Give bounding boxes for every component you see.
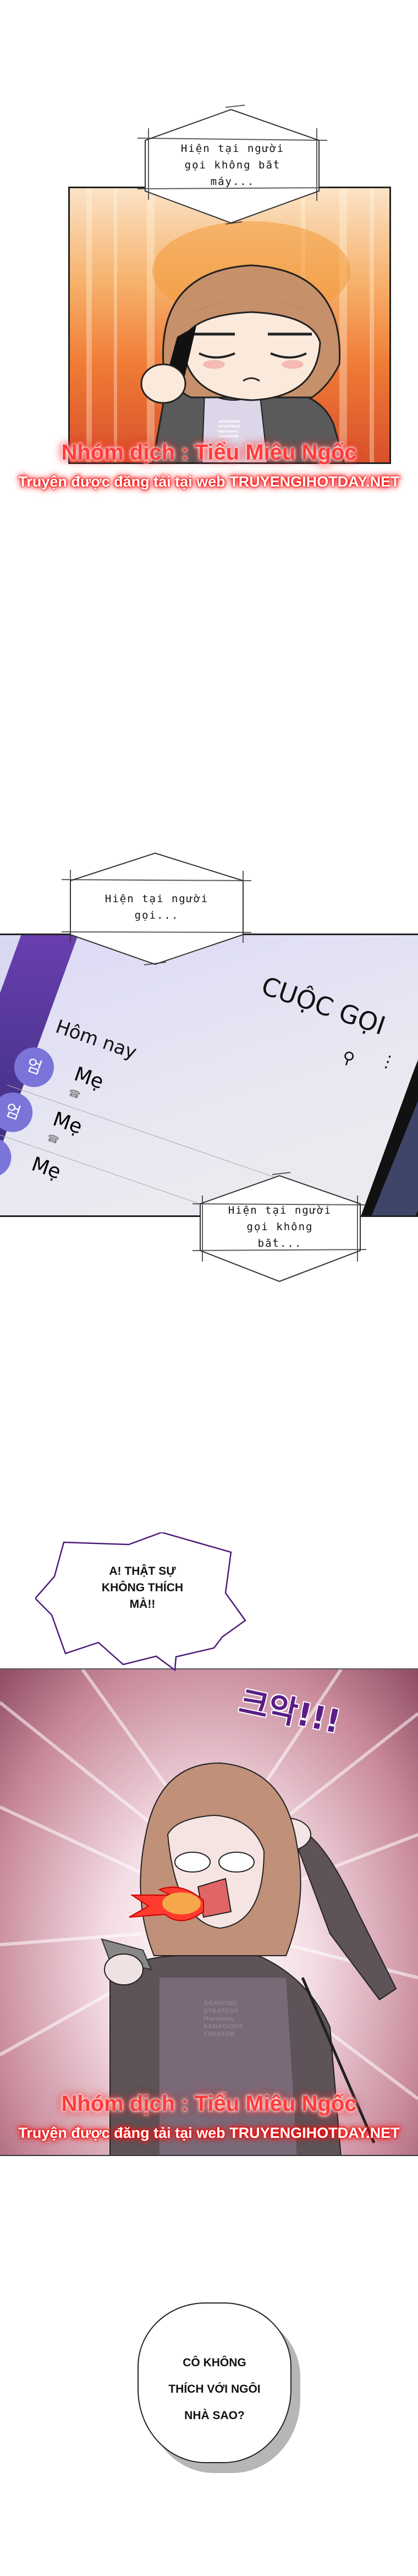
spiky-bubble-shape — [35, 1532, 246, 1672]
contact-name: Mẹ — [29, 1153, 64, 1184]
missed-call-icon: ☎ — [67, 1087, 82, 1102]
more-vertical-icon[interactable]: ⋮ — [377, 1050, 399, 1074]
missed-call-icon: ☎ — [45, 1132, 61, 1147]
watermark-site: Truyện được đăng tải tại web TRUYENGIHOT… — [18, 473, 400, 490]
avatar: 엄 — [9, 1042, 59, 1093]
watermark-group: Nhóm dịch : Tiểu Miêu Ngốc — [61, 440, 357, 465]
angry-girl-illustration — [140, 221, 350, 462]
hexagon-bubble-shape — [137, 105, 328, 225]
hexagon-bubble-shape — [61, 852, 252, 965]
speed-lines — [0, 1669, 418, 2155]
search-icon[interactable]: ⚲ — [339, 1047, 358, 1069]
call-list: 엄 Mẹ ☎ 엄 Mẹ ☎ Mẹ — [0, 1038, 387, 1215]
watermark-site: Truyện được đăng tải tại web TRUYENGIHOT… — [18, 2125, 400, 2141]
avatar: 엄 — [0, 1087, 38, 1138]
hexagon-bubble-shape — [192, 1172, 367, 1282]
avatar — [0, 1132, 17, 1183]
watermark-group: Nhóm dịch : Tiểu Miêu Ngốc — [61, 2092, 357, 2116]
